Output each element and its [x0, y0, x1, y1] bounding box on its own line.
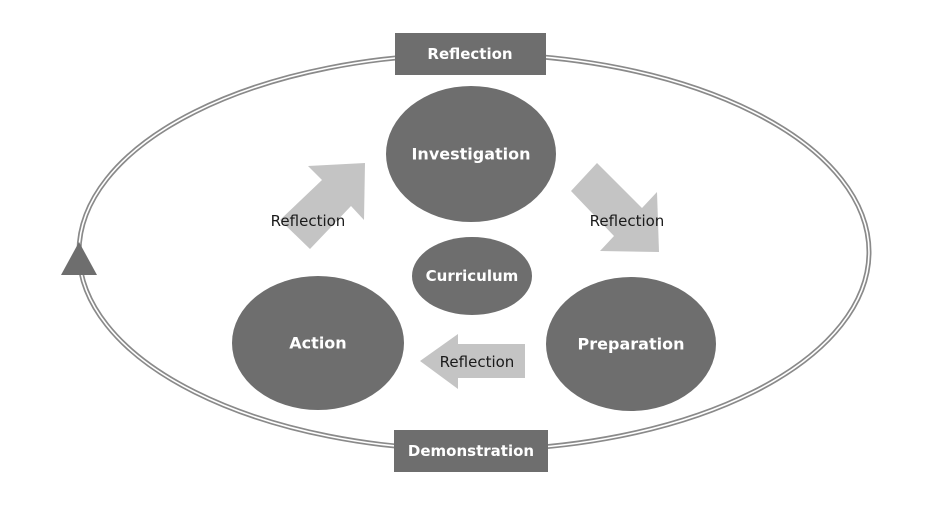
- node-investigation: [386, 86, 556, 222]
- node-investigation-label: Investigation: [411, 145, 530, 164]
- node-preparation-label: Preparation: [578, 335, 685, 354]
- node-preparation: [546, 277, 716, 411]
- arrow-label-investigation-to-preparation: Reflection: [590, 212, 665, 230]
- bottom-demonstration-label: Demonstration: [408, 442, 534, 460]
- node-curriculum-label: Curriculum: [426, 267, 519, 285]
- node-curriculum: [412, 237, 532, 315]
- triangle-up-icon: [61, 242, 97, 275]
- node-action: [232, 276, 404, 410]
- arrow-investigation-to-preparation: [571, 163, 659, 252]
- arrow-preparation-to-action: [420, 334, 525, 389]
- arrow-label-preparation-to-action: Reflection: [440, 353, 515, 371]
- top-reflection-box: [395, 33, 546, 75]
- node-action-label: Action: [289, 334, 346, 353]
- arrow-label-action-to-investigation: Reflection: [271, 212, 346, 230]
- arrow-action-to-investigation: [280, 163, 365, 249]
- bottom-demonstration-box: [394, 430, 548, 472]
- top-reflection-label: Reflection: [427, 45, 512, 63]
